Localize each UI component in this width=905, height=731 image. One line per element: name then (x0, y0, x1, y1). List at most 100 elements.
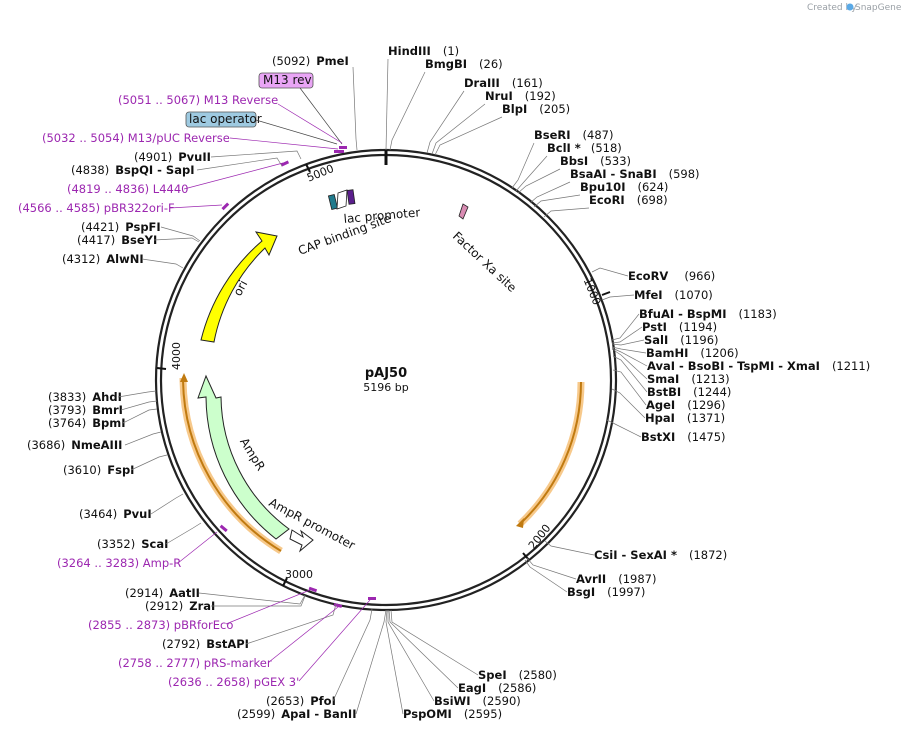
primer-label-m13-reverse[interactable]: (5051 .. 5067) M13 Reverse (118, 93, 278, 107)
lac-operator-box[interactable] (185, 111, 257, 128)
site-label-avai-group[interactable]: AvaI - BsoBI - TspMI - XmaI(1211) (647, 359, 870, 373)
site-label-bpmi[interactable]: (3764)BpmI (48, 416, 126, 430)
leader-line (198, 592, 306, 605)
site-label-pspfi[interactable]: (4421)PspFI (81, 220, 161, 234)
site-label-pspomi[interactable]: PspOMI(2595) (403, 707, 502, 721)
leader-line (515, 155, 548, 192)
primer-leader-line (169, 204, 223, 209)
credit-prefix: Created by (807, 3, 857, 13)
site-label-bfuai-bspmi[interactable]: BfuAI - BspMI(1183) (639, 307, 777, 321)
leader-line (544, 540, 595, 556)
site-label-bstapi[interactable]: (2792)BstAPI (162, 637, 249, 651)
m13-rev-box[interactable] (258, 72, 314, 89)
site-label-bseri[interactable]: BseRI(487) (534, 128, 613, 142)
site-label-eagi[interactable]: EagI(2586) (458, 681, 536, 695)
ampr-feature[interactable] (197, 374, 290, 540)
site-label-csii-sexai[interactable]: CsiI - SexAI *(1872) (594, 548, 727, 562)
leader-line (612, 369, 647, 406)
site-label-avrii[interactable]: AvrII(1987) (576, 572, 656, 586)
site-label-pmei[interactable]: (5092)PmeI (272, 54, 349, 68)
site-label-bpu10i[interactable]: Bpu10I(624) (580, 180, 668, 194)
leader-line (611, 313, 640, 341)
site-label-pfoi[interactable]: (2653)PfoI (266, 694, 336, 708)
site-label-aatii[interactable]: (2914)AatII (125, 586, 200, 600)
site-label-bseyi[interactable]: (4417)BseYI (77, 233, 157, 247)
primer-marker (308, 586, 318, 593)
arrow-head-icon (180, 373, 188, 382)
factor-xa-site-feature[interactable] (458, 203, 469, 220)
site-label-bmgbi[interactable]: BmgBI(26) (425, 57, 503, 71)
site-label-ecorv[interactable]: EcoRV(966) (628, 269, 715, 283)
primer-marker (280, 160, 290, 167)
leader-line (165, 522, 202, 545)
leader-line (606, 419, 642, 438)
leader-line (543, 207, 590, 218)
credit-brand[interactable]: SnapGene (855, 3, 902, 13)
primer-markers (219, 146, 376, 608)
site-label-pvuii[interactable]: (4901)PvuII (134, 150, 211, 164)
site-label-scai[interactable]: (3352)ScaI (97, 537, 168, 551)
primer-label-prs-marker[interactable]: (2758 .. 2777) pRS-marker (118, 656, 272, 670)
site-label-bsaai-snabi[interactable]: BsaAI - SnaBI(598) (570, 167, 700, 181)
ampr-promoter-feature[interactable] (289, 529, 314, 553)
site-label-hpai[interactable]: HpaI(1371) (645, 411, 725, 425)
site-label-mfei[interactable]: MfeI(1070) (634, 288, 713, 302)
site-label-alwni[interactable]: (4312)AlwNI (62, 252, 144, 266)
site-label-blpi[interactable]: BlpI(205) (502, 102, 570, 116)
primer-marker (221, 202, 230, 211)
leader-line (591, 267, 629, 277)
site-label-fspi[interactable]: (3610)FspI (63, 463, 134, 477)
site-label-bsgi[interactable]: BsgI(1997) (567, 585, 645, 599)
primer-label-pgex-3[interactable]: (2636 .. 2658) pGEX 3' (168, 675, 299, 689)
site-label-bsiwi[interactable]: BsiWI(2590) (434, 694, 521, 708)
site-label-hindiii[interactable]: HindIII(1) (388, 44, 459, 58)
site-label-draiii[interactable]: DraIII(161) (464, 76, 543, 90)
site-label-bbsi[interactable]: BbsI(533) (560, 154, 631, 168)
lac-promoter-feature[interactable] (336, 189, 348, 210)
tick-mark (601, 291, 611, 296)
leader-line (210, 150, 302, 160)
leader-lines (117, 58, 648, 715)
site-label-bspqi-sapi[interactable]: (4838)BspQI - SapI (71, 163, 194, 177)
primer-label-l4440[interactable]: (4819 .. 4836) L4440 (67, 182, 188, 196)
leader-line (352, 66, 358, 151)
primer-label-amp-r[interactable]: (3264 .. 3283) Amp-R (57, 556, 181, 570)
primer-leader-line (183, 162, 284, 190)
site-label-ecori[interactable]: EcoRI(698) (589, 193, 668, 207)
lac-promoter-label: lac promoter (343, 205, 421, 226)
site-label-bstbi[interactable]: BstBI(1244) (647, 385, 731, 399)
site-label-agei[interactable]: AgeI(1296) (646, 398, 725, 412)
site-label-nmeaiii[interactable]: (3686)NmeAIII (27, 438, 122, 452)
site-label-psti[interactable]: PstI(1194) (642, 320, 717, 334)
site-label-bamhi[interactable]: BamHI(1206) (646, 346, 739, 360)
primer-leader-line (298, 599, 371, 682)
site-label-bstxi[interactable]: BstXI(1475) (641, 430, 726, 444)
site-label-smai[interactable]: SmaI(1213) (647, 372, 730, 386)
plasmid-size: 5196 bp (363, 381, 408, 394)
site-label-bmri[interactable]: (3793)BmrI (48, 403, 123, 417)
site-label-spei[interactable]: SpeI(2580) (478, 668, 557, 682)
primer-marker (334, 150, 344, 153)
leader-line (124, 431, 162, 446)
primer-arc-right (517, 381, 585, 527)
leader-line (117, 390, 157, 398)
lac-operator-site-feature[interactable] (346, 189, 356, 205)
primer-label-pbrforeco[interactable]: (2855 .. 2873) pBRforEco (88, 618, 233, 632)
leader-line (385, 609, 404, 715)
ori-feature[interactable] (200, 231, 278, 343)
site-label-apai-banii[interactable]: (2599)ApaI - BanII (237, 707, 356, 721)
site-label-nrui[interactable]: NruI(192) (485, 89, 556, 103)
leader-line (426, 90, 465, 154)
site-label-zrai[interactable]: (2912)ZraI (145, 599, 215, 613)
tick-mark (282, 577, 288, 587)
site-label-ahdi[interactable]: (3833)AhdI (48, 390, 122, 404)
site-label-bcli[interactable]: BclI *(518) (547, 141, 622, 155)
cap-binding-site-feature[interactable] (327, 193, 339, 211)
primer-label-pbr322ori-f[interactable]: (4566 .. 4585) pBR322ori-F (18, 201, 175, 215)
leader-line (122, 408, 158, 424)
site-label-sali[interactable]: SalI(1196) (644, 333, 719, 347)
leader-line (611, 388, 646, 419)
primer-label-m13-puc-reverse[interactable]: (5032 .. 5054) M13/pUC Reverse (42, 131, 230, 145)
site-label-pvui[interactable]: (3464)PvuI (79, 507, 152, 521)
